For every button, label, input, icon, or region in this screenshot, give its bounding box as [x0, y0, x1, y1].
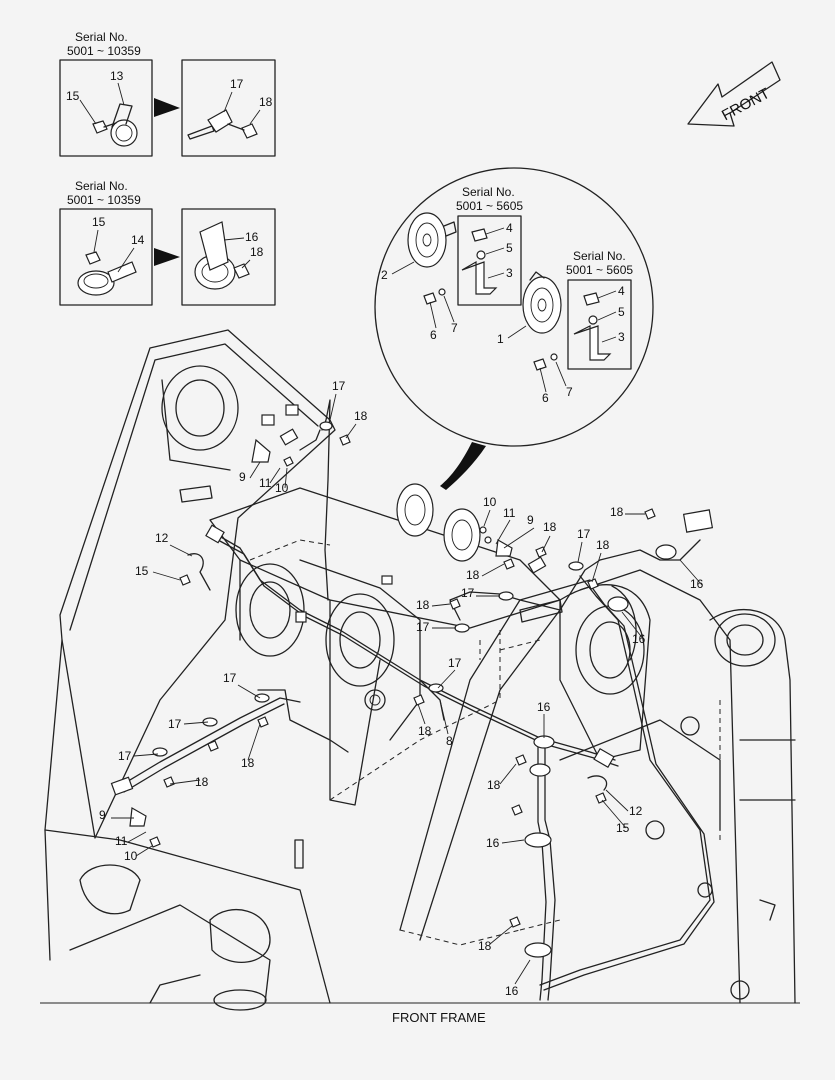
callout-m16b: 16 — [632, 632, 646, 646]
main-callouts: 17 18 9 11 10 12 15 10 11 9 18 17 18 18 … — [99, 379, 704, 998]
callout-m17a: 17 — [332, 379, 346, 393]
callout-m16a: 16 — [690, 577, 704, 591]
callout-m11c: 11 — [115, 834, 128, 848]
callout-m18a: 18 — [354, 409, 368, 423]
callout-m18b: 18 — [543, 520, 557, 534]
callout-1: 1 — [497, 332, 504, 346]
serial-heading-3: Serial No. — [462, 185, 515, 199]
callout-3a: 3 — [506, 266, 513, 280]
callout-m9a: 9 — [239, 470, 246, 484]
serial-heading-1: Serial No. — [75, 30, 128, 44]
arrow-right-icon — [154, 98, 180, 117]
callout-m18c: 18 — [610, 505, 624, 519]
callout-m16e: 16 — [505, 984, 519, 998]
serial-heading-2: Serial No. — [75, 179, 128, 193]
callout-m17c: 17 — [461, 586, 475, 600]
callout-16b: 16 — [245, 230, 259, 244]
callout-m11b: 11 — [503, 506, 516, 520]
callout-m18h: 18 — [195, 775, 209, 789]
callout-7b: 7 — [566, 385, 573, 399]
callout-m18e: 18 — [466, 568, 480, 582]
callout-m18f: 18 — [416, 598, 430, 612]
detail-row-1: Serial No. 5001 ~ 10359 13 15 17 18 — [59, 30, 276, 157]
front-frame — [40, 329, 800, 1011]
callout-m17e: 17 — [448, 656, 462, 670]
serial-range-4: 5001 ~ 5605 — [566, 263, 633, 277]
callout-m10a: 10 — [275, 481, 289, 495]
callout-18b: 18 — [250, 245, 264, 259]
callout-5a: 5 — [506, 241, 513, 255]
callout-m12b: 12 — [629, 804, 643, 818]
callout-m17f: 17 — [223, 671, 237, 685]
hidden-lines — [249, 539, 721, 946]
callout-m17b: 17 — [577, 527, 591, 541]
callout-m10c: 10 — [124, 849, 138, 863]
callout-m12a: 12 — [155, 531, 169, 545]
callout-m17h: 17 — [118, 749, 132, 763]
detail-row-2: Serial No. 5001 ~ 10359 15 14 16 18 — [59, 179, 276, 306]
callout-15a: 15 — [66, 89, 80, 103]
callout-m18k: 18 — [478, 939, 492, 953]
callout-m18d: 18 — [596, 538, 610, 552]
callout-m16d: 16 — [486, 836, 500, 850]
callout-m11a: 11 — [259, 476, 272, 490]
serial-heading-4: Serial No. — [573, 249, 626, 263]
callout-m15b: 15 — [616, 821, 630, 835]
callout-17a: 17 — [230, 77, 244, 91]
diagram-caption: FRONT FRAME — [392, 1010, 486, 1025]
callout-m18j: 18 — [487, 778, 501, 792]
callout-14b: 14 — [131, 233, 145, 247]
callout-15b: 15 — [92, 215, 106, 229]
wire-harness — [110, 399, 715, 1001]
callout-13a: 13 — [110, 69, 124, 83]
callout-7a: 7 — [451, 321, 458, 335]
callout-6a: 6 — [430, 328, 437, 342]
callout-m18i: 18 — [418, 724, 432, 738]
callout-4b: 4 — [618, 284, 625, 298]
callout-m17g: 17 — [168, 717, 182, 731]
callout-m16c: 16 — [537, 700, 551, 714]
callout-m10b: 10 — [483, 495, 497, 509]
arrow-right-icon — [154, 248, 180, 266]
front-label: FRONT — [719, 85, 773, 124]
callout-m9c: 9 — [99, 808, 106, 822]
serial-range-3: 5001 ~ 5605 — [456, 199, 523, 213]
callout-4a: 4 — [506, 221, 513, 235]
callout-2: 2 — [381, 268, 388, 282]
callout-18a: 18 — [259, 95, 273, 109]
callout-3b: 3 — [618, 330, 625, 344]
detail-pointer — [440, 442, 486, 490]
callout-6b: 6 — [542, 391, 549, 405]
horn-detail: Serial No. 5001 ~ 5605 Serial No. 5001 ~… — [374, 167, 654, 447]
callout-m17d: 17 — [416, 620, 430, 634]
serial-range-1: 5001 ~ 10359 — [67, 44, 141, 58]
callout-m18g: 18 — [241, 756, 255, 770]
callout-5b: 5 — [618, 305, 625, 319]
callout-m8: 8 — [446, 734, 453, 748]
callout-m15a: 15 — [135, 564, 149, 578]
callout-m9b: 9 — [527, 513, 534, 527]
front-arrow: FRONT — [687, 61, 781, 127]
serial-range-2: 5001 ~ 10359 — [67, 193, 141, 207]
